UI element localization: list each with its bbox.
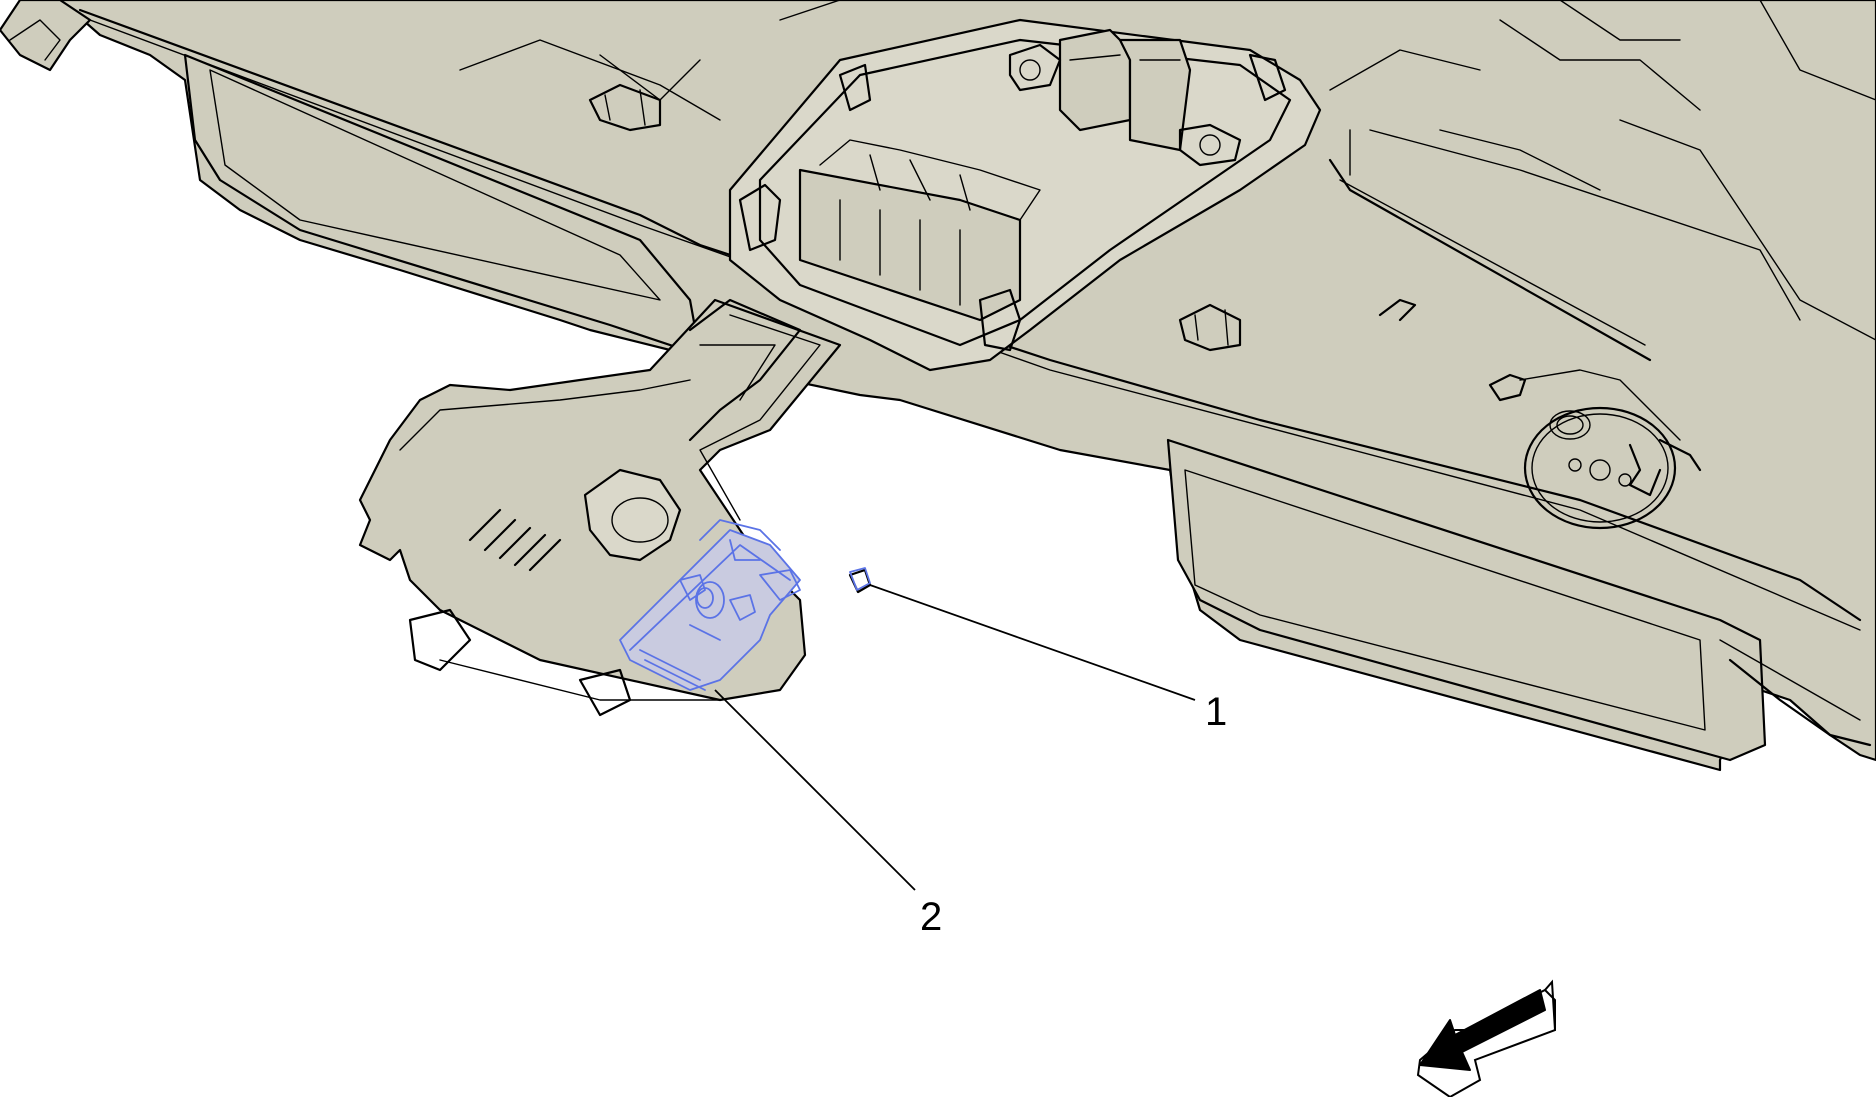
leader-line-1 (869, 584, 1196, 701)
callout-label-2: 2 (920, 895, 942, 939)
overhead-console (728, 18, 1322, 372)
headliner-panel (0, 0, 1876, 772)
leader-lines (714, 584, 1196, 891)
callout-label-1: 1 (1205, 690, 1227, 734)
camera-bracket (358, 298, 872, 717)
leader-line-2 (714, 689, 916, 891)
highlighted-module (619, 519, 871, 691)
front-direction-arrow-icon (1416, 979, 1556, 1097)
